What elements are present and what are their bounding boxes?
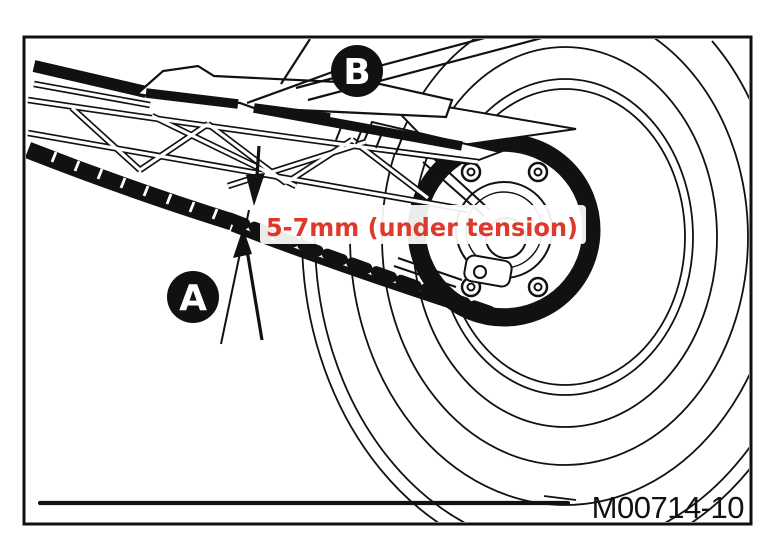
swingarm-truss bbox=[27, 80, 479, 214]
chain-links-dashed bbox=[224, 212, 504, 320]
callout-b-marker: B bbox=[246, 45, 383, 105]
callout-a-marker: A bbox=[167, 271, 219, 323]
annotation-text: 5-7mm (under tension) bbox=[266, 213, 578, 242]
callout-b-leader-line bbox=[246, 68, 339, 105]
hub-bolts bbox=[460, 161, 549, 298]
callout-b-label: B bbox=[343, 52, 370, 93]
chain-top-run bbox=[32, 60, 148, 98]
chain-link-ticks bbox=[50, 151, 219, 220]
callout-b-bubble bbox=[331, 45, 383, 97]
annotation-highlight-band bbox=[260, 205, 586, 244]
arrow-down-icon bbox=[246, 145, 265, 206]
callout-a-label: A bbox=[179, 278, 207, 319]
arrow-up-icon bbox=[233, 228, 264, 341]
figure-code: M00714-10 bbox=[592, 490, 745, 525]
figure-frame-border bbox=[22, 35, 753, 526]
slack-measurement bbox=[220, 145, 265, 345]
slack-annotation: 5-7mm (under tension) bbox=[260, 205, 586, 244]
callout-a-bubble bbox=[167, 271, 219, 323]
chain-guard bbox=[32, 60, 463, 154]
